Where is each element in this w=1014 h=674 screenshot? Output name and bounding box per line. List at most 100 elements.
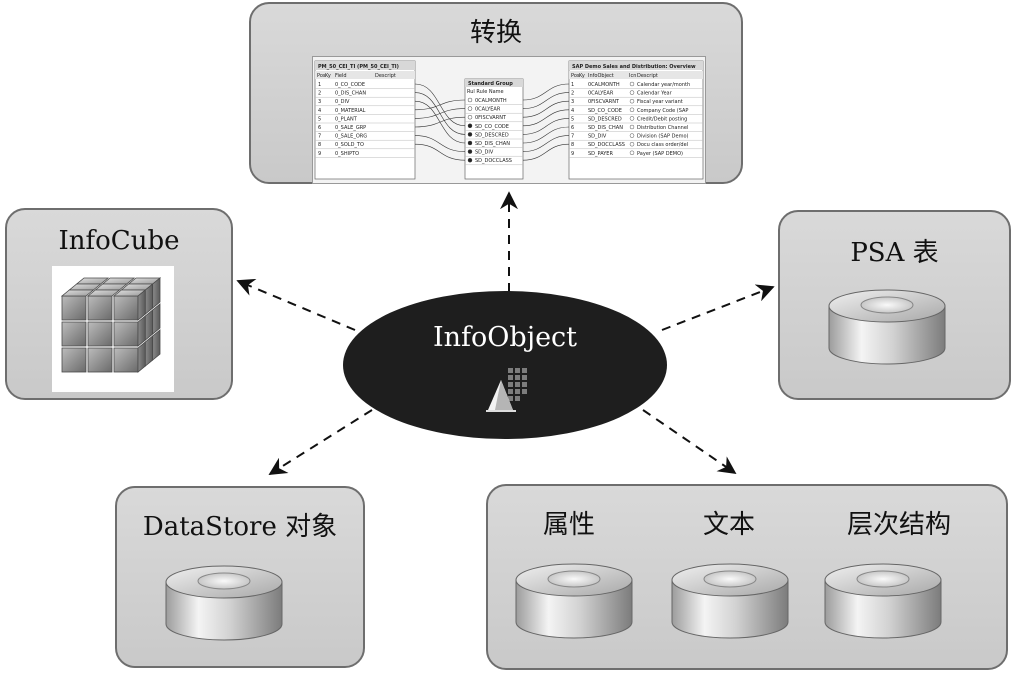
middle-table-row-name: 0CALMONTH: [475, 98, 507, 104]
right-table-row-icon: [629, 98, 635, 104]
mapping-line-right: [522, 100, 570, 118]
left-table-header-cell: Ky: [325, 73, 331, 79]
middle-table-row-name: SD_DESCRED: [475, 132, 509, 138]
right-table-row-pos: 7: [571, 134, 574, 140]
middle-table-row-name: SD_DIS_CHAN: [475, 141, 510, 147]
right-table-row-pos: 3: [571, 99, 574, 105]
right-table-row-desc: Calendar Year: [637, 91, 673, 97]
right-table-row-pos: 6: [571, 125, 574, 131]
hierarchies-database-icon: [824, 563, 942, 639]
infocube-icon: [52, 266, 174, 392]
left-table-row-field: 0_PLANT: [335, 116, 358, 122]
right-table-row-desc: Docu class order/del: [637, 142, 688, 148]
right-table-row-infoobject: 0FISCVARNT: [588, 99, 620, 105]
arrow-to-master-data: [642, 409, 737, 475]
arrow-to-psa: [661, 284, 775, 331]
infoobject-label: InfoObject: [432, 322, 578, 353]
right-table-titlebar: [569, 61, 703, 70]
left-table-title: PM_50_CEI_TI (PM_50_CEI_TI): [318, 64, 399, 70]
left-table-row-pos: 7: [318, 134, 321, 140]
left-table-header-bg: [315, 71, 415, 79]
right-table-header-cell: Pos: [571, 73, 580, 79]
mapping-line-left: [414, 100, 466, 144]
texts-label: 文本: [702, 510, 755, 540]
right-table-row-pos: 4: [571, 108, 574, 114]
middle-table-titlebar: [465, 79, 523, 87]
right-table-row-infoobject: SD_DOCCLASS: [588, 142, 625, 148]
middle-table-row-name: SD_DOCCLASS: [475, 158, 512, 164]
right-table-header-cell: InfoObject: [588, 73, 614, 79]
texts-database-icon: [671, 563, 789, 639]
mapping-line-left: [414, 143, 466, 161]
left-table-frame: [314, 60, 416, 180]
infoobject-ellipse: [343, 291, 667, 439]
middle-table-row-name: SD_CO_CODE: [475, 124, 509, 130]
right-table-row-desc: Calendar year/month: [637, 82, 690, 88]
mapping-line-left: [414, 135, 466, 152]
right-table-row-infoobject: SD_DIS_CHAN: [588, 125, 623, 131]
right-table-row-infoobject: 0CALMONTH: [588, 82, 620, 88]
left-table-row-pos: 5: [318, 116, 321, 122]
right-table-row-icon: [629, 124, 635, 130]
right-table-header-cell: Descript: [637, 73, 658, 79]
mapping-line-left: [414, 83, 466, 127]
mapping-line-right: [522, 92, 570, 109]
mapping-line-right: [522, 109, 570, 127]
middle-table-row-name: 0CALYEAR: [475, 107, 501, 113]
psa-database-icon: [828, 289, 946, 365]
left-table-row-field: 0_CO_CODE: [335, 82, 365, 88]
attributes-database-icon: [515, 563, 633, 639]
psa-title: PSA 表: [850, 238, 939, 268]
right-table-row-pos: 1: [571, 82, 574, 88]
left-table-header-cell: Descript: [375, 73, 396, 79]
mapping-line-right: [522, 126, 570, 144]
right-table-row-desc: Division (SAP Demo): [637, 134, 688, 140]
mapping-line-left: [414, 92, 466, 135]
datastore-title: DataStore 对象: [142, 512, 338, 542]
transformation-title: 转换: [469, 18, 522, 48]
right-table-row-pos: 5: [571, 116, 574, 122]
right-table-row-icon: [629, 150, 635, 156]
right-table-row-desc: Distribution Channel: [637, 125, 688, 131]
right-table-header-cell: Icn: [629, 73, 636, 79]
middle-table-frame: [464, 78, 524, 180]
left-table-row-field: 0_SOLD_TO: [335, 142, 364, 148]
right-table-row-desc: Payer (SAP DEMO): [637, 151, 683, 157]
infocube-box: InfoCube: [5, 208, 233, 400]
middle-table-row-marker: [467, 140, 473, 146]
right-table-row-infoobject: SD_DESCRED: [588, 116, 622, 122]
left-table-row-pos: 6: [318, 125, 321, 131]
middle-table-title: Standard Group: [468, 81, 513, 87]
right-table-header-bg: [569, 71, 703, 79]
left-table-header-cell: Pos: [317, 73, 326, 79]
left-table-row-field: 0_SHIPTO: [335, 151, 359, 157]
middle-table-row-marker: [467, 149, 473, 154]
left-table-row-pos: 8: [318, 142, 321, 148]
right-table-row-pos: 9: [571, 151, 574, 157]
right-table-row-infoobject: SD_PAYER: [588, 151, 613, 157]
left-table-row-pos: 3: [318, 99, 321, 105]
right-table-row-desc: Credit/Debit posting: [637, 116, 687, 122]
master-data-box: 属性 文本 层次结构: [486, 484, 1008, 670]
mapping-line-right: [522, 83, 570, 101]
left-table-row-field: 0_DIS_CHAN: [335, 91, 366, 97]
right-table-row-icon: [629, 133, 635, 138]
right-table-row-infoobject: SD_CO_CODE: [588, 108, 622, 114]
left-table-titlebar: [315, 61, 415, 70]
middle-table-row-name: 0FISCVARNT: [475, 115, 507, 121]
left-table-row-pos: 9: [318, 151, 321, 157]
right-table-row-icon: [629, 116, 635, 121]
psa-table-box: PSA 表: [778, 210, 1011, 400]
left-table-row-field: 0_SALE_GRP: [335, 125, 366, 131]
right-table-title: SAP Demo Sales and Distribution: Overvie…: [572, 64, 696, 70]
mapping-line-right: [522, 135, 570, 152]
left-table-row-field: 0_MATERIAL: [335, 108, 366, 114]
right-table-row-icon: [629, 81, 635, 87]
arrow-to-infocube: [236, 278, 356, 331]
middle-table-header: Rul Rule Name: [467, 89, 504, 95]
middle-table-row-marker: [467, 97, 473, 103]
datastore-database-icon: [165, 565, 283, 641]
